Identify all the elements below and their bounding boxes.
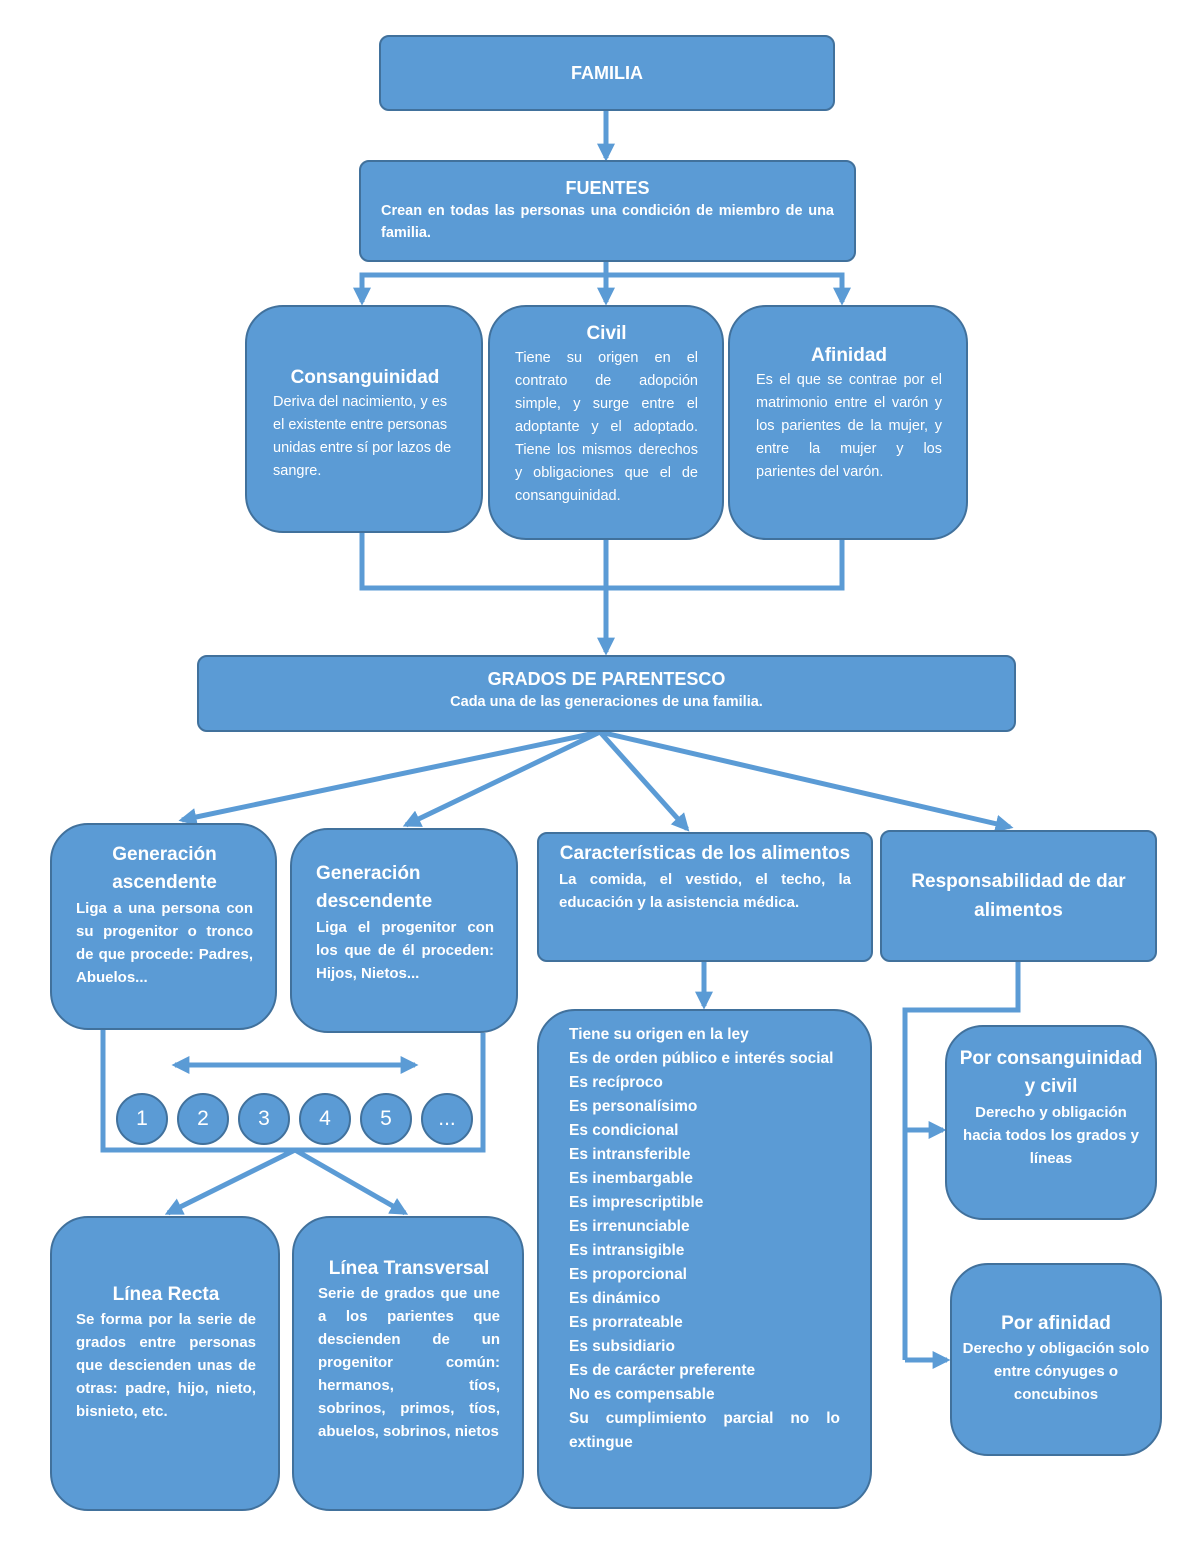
generacion-descendente-desc: Liga el progenitor con los que de él pro… [316,919,494,982]
por-consanguinidad-desc: Derecho y obligación hacia todos los gra… [963,1104,1139,1167]
list-item: Su cumplimiento parcial no lo extingue [569,1410,840,1451]
list-item: Es proporcional [569,1266,687,1283]
generacion-ascendente-box: Generación ascendente Liga a una persona… [50,823,277,1030]
arrow-fuentes-afinidad [606,272,851,306]
familia-title: FAMILIA [571,63,643,83]
linea-recta-desc: Se forma por la serie de grados entre pe… [76,1311,256,1420]
list-item: Es de orden público e interés social [569,1050,834,1067]
civil-title: Civil [586,323,627,344]
list-item: Es recíproco [569,1074,663,1091]
grados-title: GRADOS DE PARENTESCO [487,669,726,689]
list-item: Es personalísimo [569,1098,698,1115]
fuentes-box: FUENTES Crean en todas las personas una … [359,160,856,262]
list-item: Es intransigible [569,1242,685,1259]
responsabilidad-box: Responsabilidad de dar alimentos [880,830,1157,962]
caracteristicas-desc: La comida, el vestido, el techo, la educ… [559,871,851,911]
por-consanguinidad-title: Por consanguinidad y civil [959,1048,1143,1097]
list-item: Es irrenunciable [569,1218,690,1235]
consanguinidad-title: Consanguinidad [290,367,440,388]
linea-recta-box: Línea Recta Se forma por la serie de gra… [50,1216,280,1511]
arrow-to-linea-transversal [293,1147,409,1216]
list-item: Es imprescriptible [569,1194,704,1211]
degree-circle: ... [421,1093,473,1145]
degree-circle: 4 [299,1093,351,1145]
generacion-descendente-title: Generación descendente [316,863,433,912]
afinidad-title: Afinidad [811,345,887,366]
familia-box: FAMILIA [379,35,835,111]
generacion-descendente-box: Generación descendente Liga el progenito… [290,828,518,1033]
list-item: Tiene su origen en la ley [569,1026,749,1043]
arrow-fuentes-consanguinidad [353,262,609,306]
linea-transversal-desc: Serie de grados que une a los parientes … [318,1285,500,1440]
linea-transversal-box: Línea Transversal Serie de grados que un… [292,1216,524,1511]
degree-circle: 5 [360,1093,412,1145]
afinidad-desc: Es el que se contrae por el matrimonio e… [756,372,942,480]
arrow-to-linea-recta [164,1147,297,1216]
consanguinidad-desc: Deriva del nacimiento, y es el existente… [273,394,452,479]
fuentes-desc: Crean en todas las personas una condició… [381,203,834,241]
list-item: Es inembargable [569,1170,694,1187]
list-item: Es intransferible [569,1146,691,1163]
grados-desc: Cada una de las generaciones de una fami… [450,694,763,710]
caracteristicas-list-box: Tiene su origen en la ley Es de orden pú… [537,1009,872,1509]
grados-box: GRADOS DE PARENTESCO Cada una de las gen… [197,655,1016,732]
linea-recta-title: Línea Recta [112,1284,220,1305]
por-consanguinidad-box: Por consanguinidad y civil Derecho y obl… [945,1025,1157,1220]
degree-circle: 2 [177,1093,229,1145]
caracteristicas-title: Características de los alimentos [559,843,851,864]
degree-circle: 1 [116,1093,168,1145]
arrow-grados-responsabilidad [599,729,1014,833]
line-responsabilidad-branch [902,962,1021,1360]
linea-transversal-title: Línea Transversal [328,1258,490,1279]
degree-circle: 3 [238,1093,290,1145]
generacion-ascendente-title: Generación ascendente [112,844,217,893]
line-sources-merge [359,533,845,591]
list-item: Es condicional [569,1122,679,1139]
por-afinidad-title: Por afinidad [1001,1313,1111,1334]
list-item: Es de carácter preferente [569,1362,756,1379]
civil-box: Civil Tiene su origen en el contrato de … [488,305,724,540]
por-afinidad-box: Por afinidad Derecho y obligación solo e… [950,1263,1162,1456]
generacion-ascendente-desc: Liga a una persona con su progenitor o t… [76,900,253,986]
responsabilidad-title: Responsabilidad de dar alimentos [911,871,1126,921]
civil-desc: Tiene su origen en el contrato de adopci… [515,350,698,504]
list-item: Es prorrateable [569,1314,683,1331]
afinidad-box: Afinidad Es el que se contrae por el mat… [728,305,968,540]
list-item: No es compensable [569,1386,715,1403]
arrow-grados-caracteristicas [598,730,690,832]
caracteristicas-box: Características de los alimentos La comi… [537,832,873,962]
arrow-grados-desc [402,729,602,828]
fuentes-title: FUENTES [565,178,650,198]
list-item: Es dinámico [569,1290,661,1307]
list-item: Es subsidiario [569,1338,675,1355]
arrow-grados-asc [178,729,601,826]
consanguinidad-box: Consanguinidad Deriva del nacimiento, y … [245,305,483,533]
por-afinidad-desc: Derecho y obligación solo entre cónyuges… [962,1340,1150,1403]
